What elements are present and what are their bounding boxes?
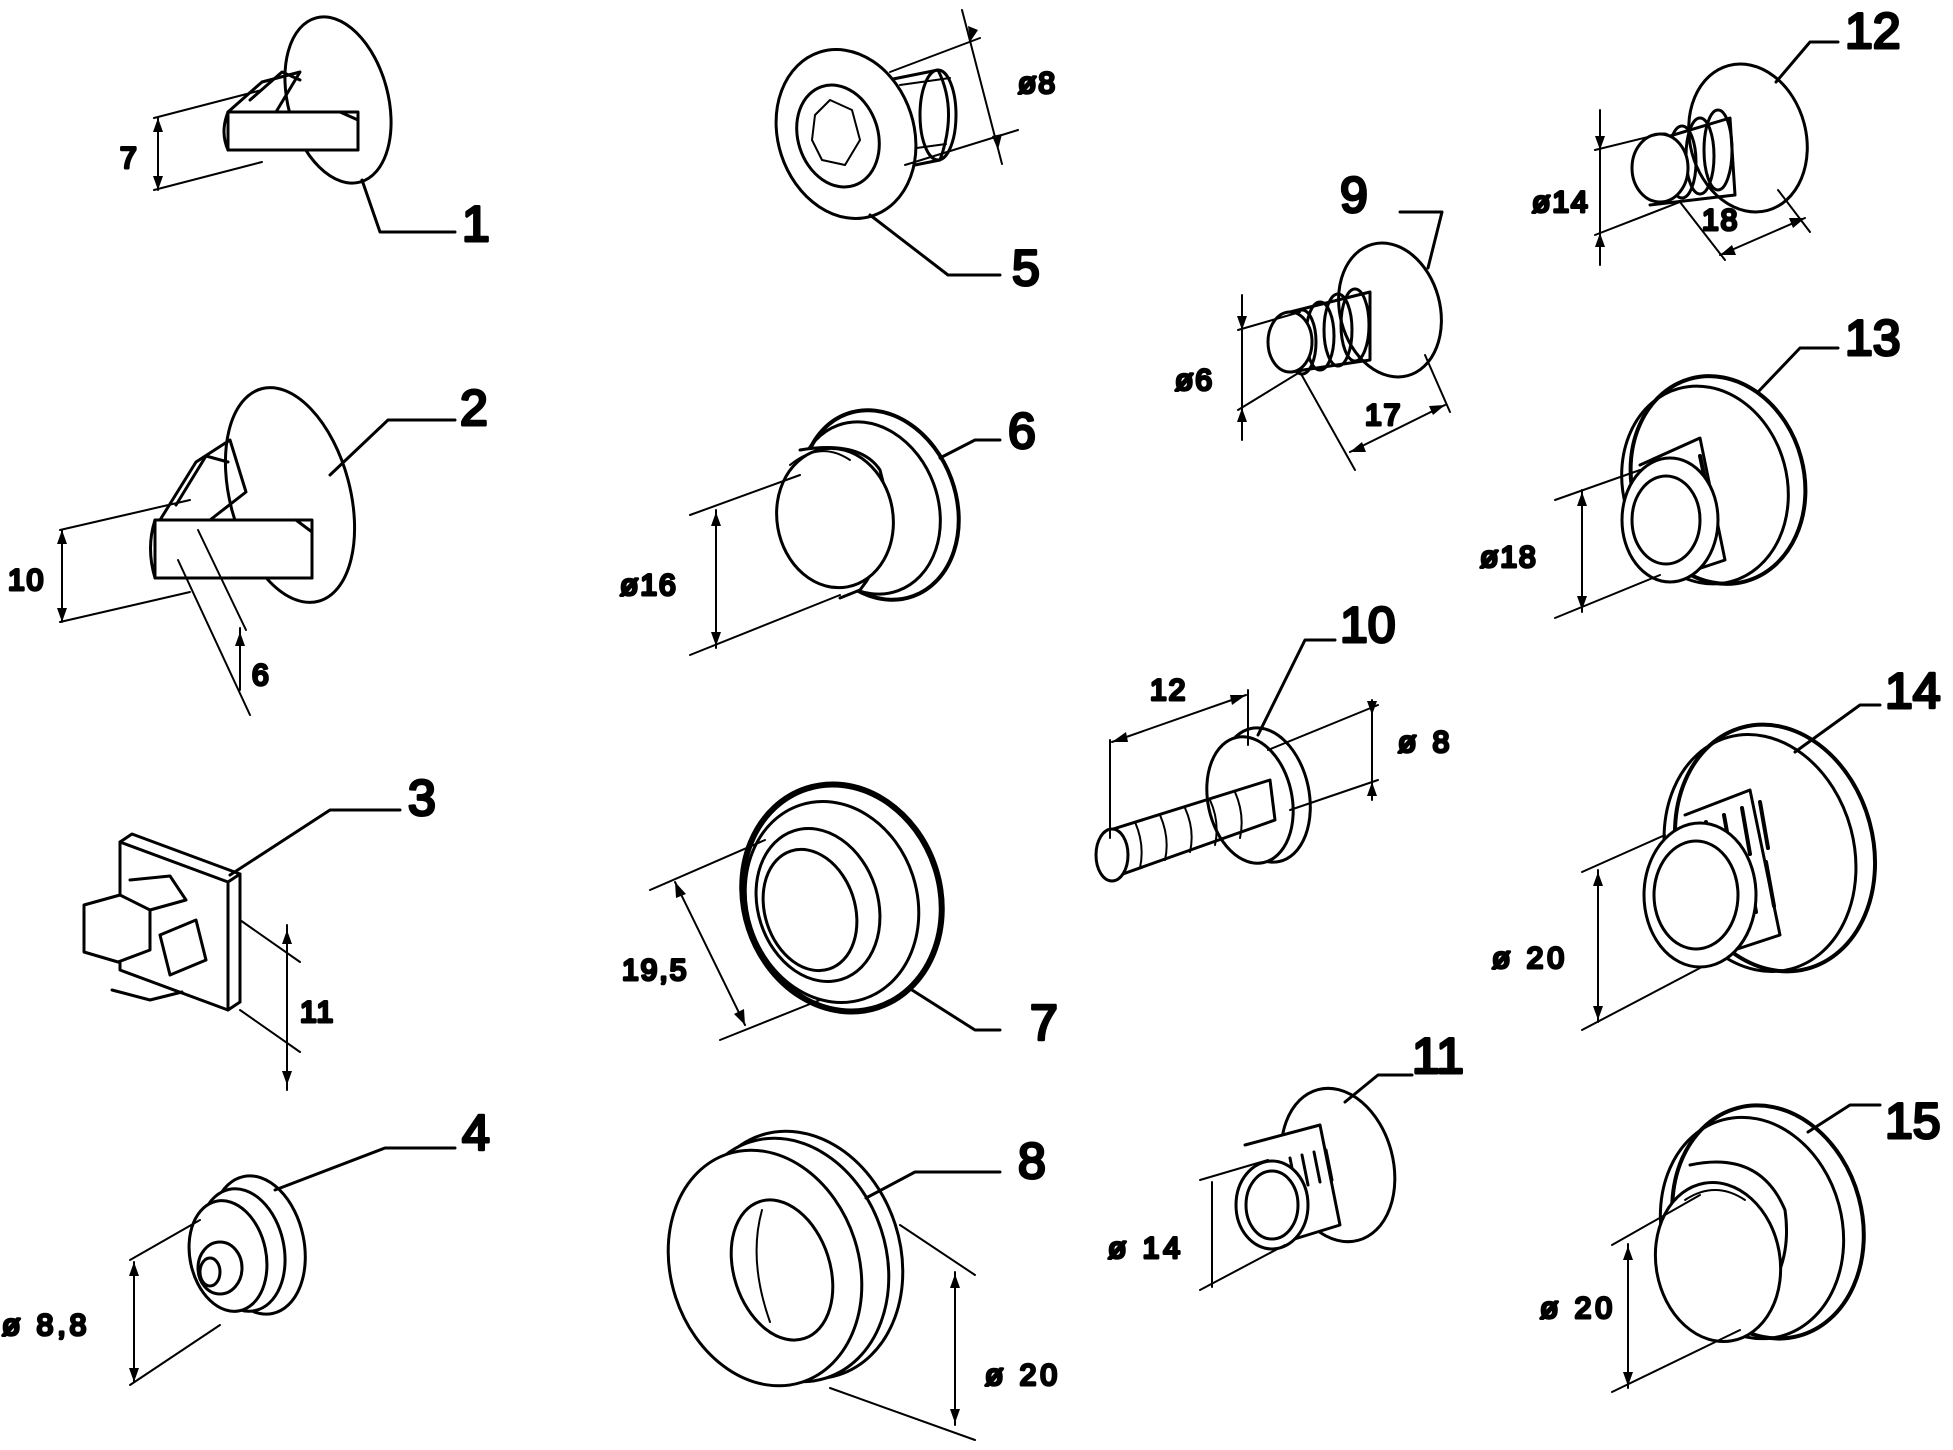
part-2-clip	[57, 373, 455, 715]
part-2-number: 2	[460, 380, 488, 436]
part-6-cap-plug	[690, 388, 1000, 655]
part-10-number: 10	[1340, 597, 1396, 653]
part-9-dim-2: 17	[1365, 399, 1402, 432]
part-10-screw	[1096, 640, 1378, 881]
part-7-grommet	[650, 758, 1000, 1040]
part-11-number: 11	[1412, 1028, 1464, 1084]
part-13-dim-1: ø18	[1480, 541, 1538, 574]
part-13-number: 13	[1845, 310, 1901, 366]
part-1-number: 1	[462, 196, 490, 252]
part-15-dome-cap	[1612, 1084, 1889, 1392]
part-5-dim-1: ø8	[1018, 67, 1057, 100]
part-1-clip	[153, 5, 455, 232]
part-13-ribbed-plug	[1555, 348, 1838, 618]
part-6-dim-1: ø16	[620, 569, 678, 602]
part-1-dim-1: 7	[120, 142, 139, 175]
part-12-dim-2: 18	[1702, 204, 1739, 237]
part-3-number: 3	[408, 770, 436, 826]
part-4-grommet	[129, 1148, 455, 1385]
part-11-ribbed-plug	[1200, 1075, 1412, 1290]
part-8-number: 8	[1018, 1133, 1046, 1189]
part-2-dim-2: 6	[252, 659, 271, 692]
part-12-ribbed-stud	[1595, 42, 1838, 265]
part-12-dim-1: ø14	[1532, 186, 1590, 219]
part-12-number: 12	[1845, 3, 1901, 59]
part-4-number: 4	[462, 1105, 490, 1161]
part-5-screw-head	[755, 10, 1018, 275]
part-14-number: 14	[1885, 663, 1941, 719]
part-10-dim-2: ø 8	[1398, 726, 1453, 759]
part-6-number: 6	[1008, 403, 1036, 459]
part-11-dim-1: ø 14	[1108, 1232, 1184, 1265]
part-9-number: 9	[1340, 167, 1368, 223]
part-15-dim-1: ø 20	[1540, 1292, 1616, 1325]
part-8-dim-1: ø 20	[985, 1359, 1061, 1392]
part-15-number: 15	[1885, 1093, 1941, 1149]
part-8-grommet	[639, 1104, 1000, 1440]
part-7-number: 7	[1030, 995, 1058, 1051]
part-3-dim-1: 11	[300, 996, 335, 1029]
part-7-dim-1: 19,5	[622, 954, 688, 987]
part-5-number: 5	[1012, 240, 1040, 296]
part-10-dim-1: 12	[1150, 674, 1187, 707]
part-14-ribbed-plug	[1582, 702, 1902, 1030]
part-4-dim-1: ø 8,8	[2, 1309, 90, 1342]
part-2-dim-1: 10	[8, 564, 45, 597]
part-3-square-clip	[84, 810, 400, 1090]
part-14-dim-1: ø 20	[1492, 942, 1568, 975]
part-9-dim-1: ø6	[1175, 364, 1214, 397]
part-9-ribbed-stud	[1237, 212, 1456, 470]
